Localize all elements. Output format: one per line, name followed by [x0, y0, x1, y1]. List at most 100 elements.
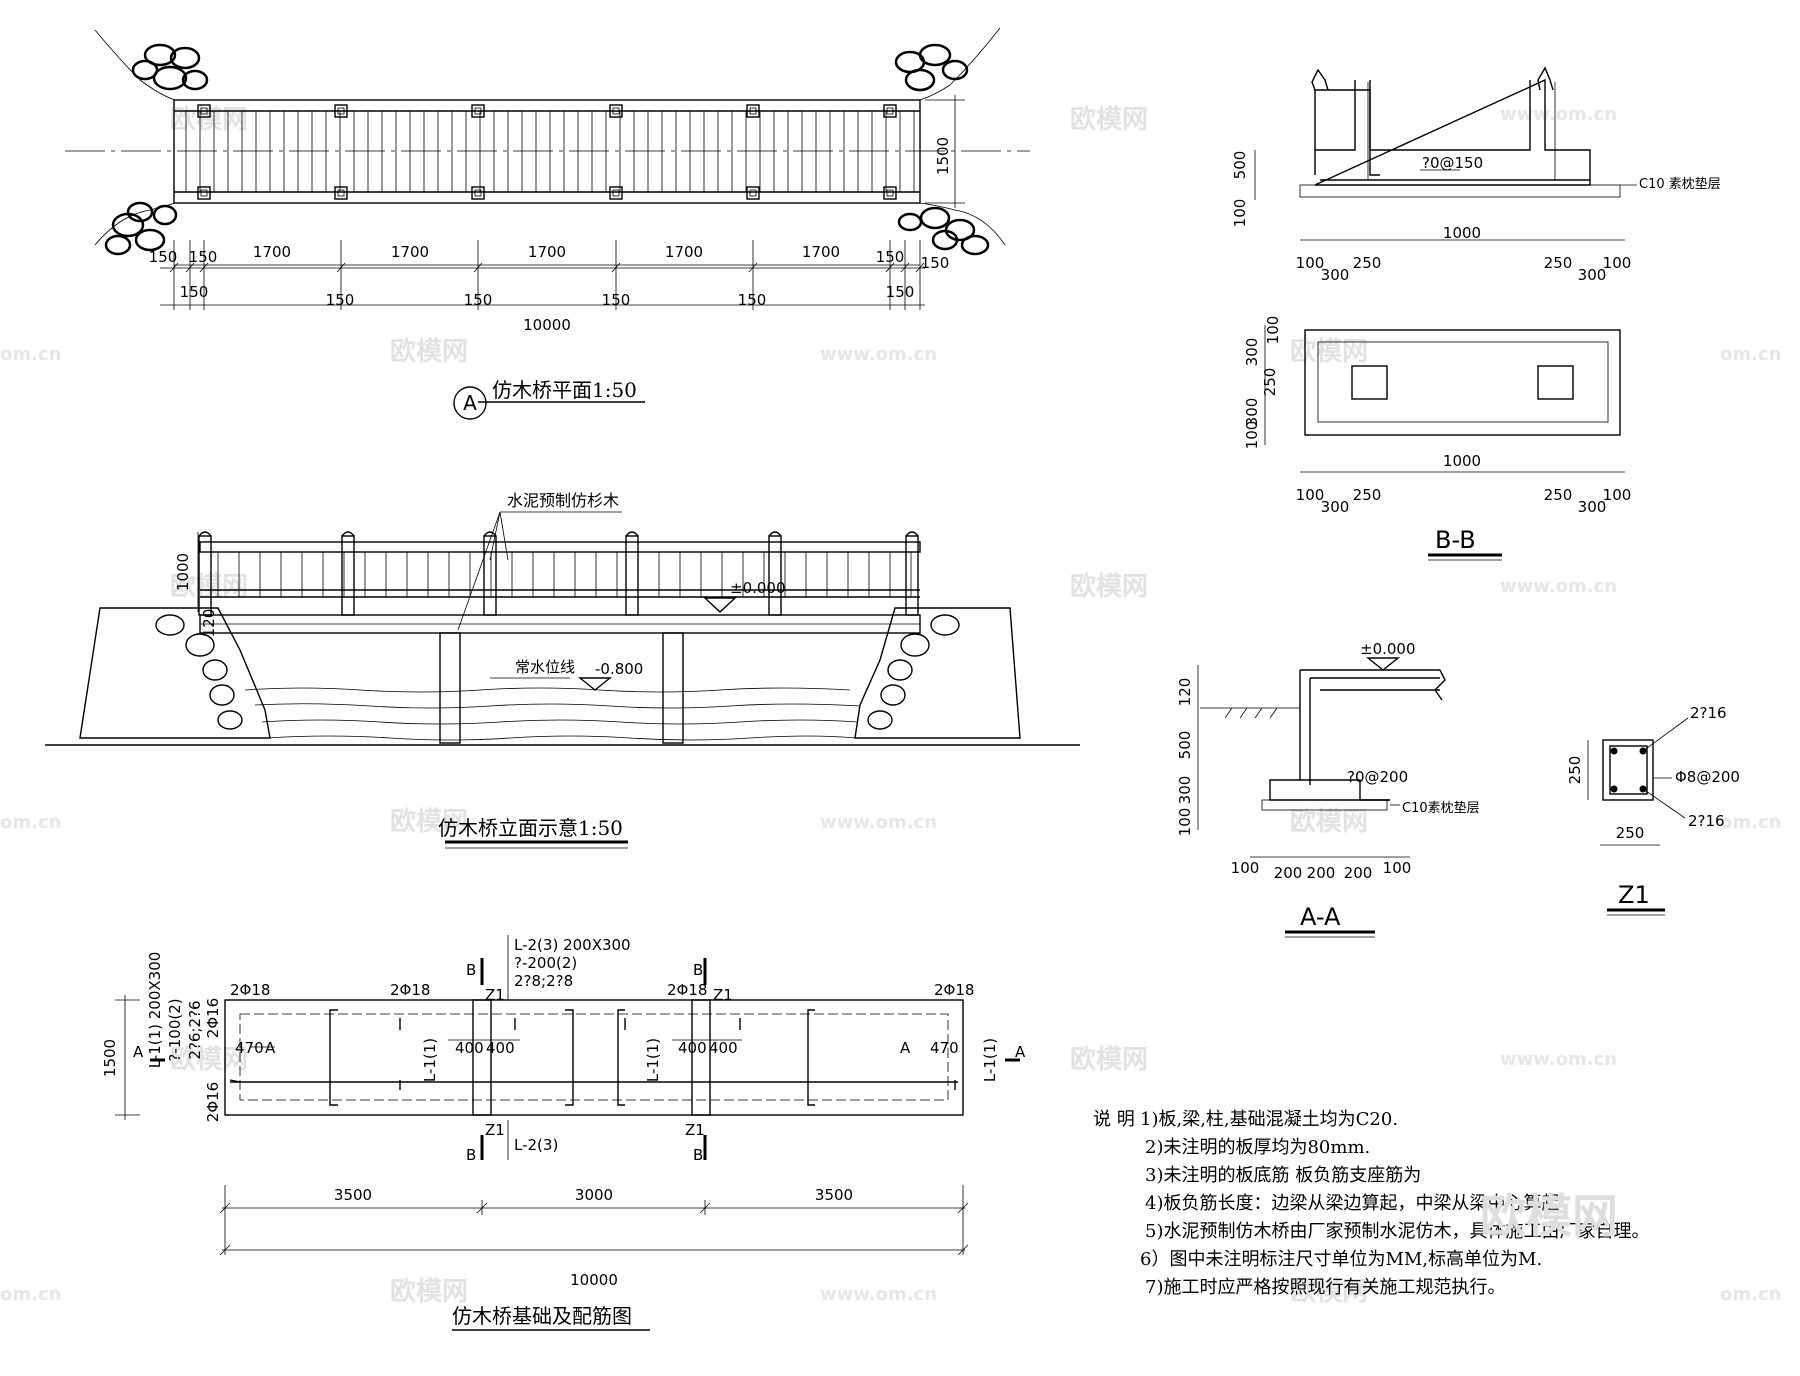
rebar-inner: [1309, 677, 1440, 785]
post-cap: [625, 531, 639, 537]
z1-height: 250: [1566, 756, 1584, 785]
a-marker: A: [900, 1039, 911, 1057]
railing-post-inner: [337, 189, 345, 197]
water-line-label: 常水位线: [515, 658, 575, 676]
railing-height-label: 1000: [174, 553, 192, 591]
dim-bottom: 200: [1307, 864, 1336, 882]
balusters: [217, 552, 912, 597]
dim-400: 400: [678, 1039, 707, 1057]
span-label: 1700: [802, 243, 840, 261]
dim-bottom: 250: [1544, 254, 1573, 272]
railing-post-inner: [886, 107, 894, 115]
dim-bottom: 200: [1274, 864, 1303, 882]
footing-plan-outline: [1304, 329, 1621, 436]
left-beam-label: ?-100(2): [166, 998, 184, 1061]
z1-marker: Z1: [685, 1121, 705, 1139]
span-label: 1700: [665, 243, 703, 261]
elevation-post: [483, 535, 497, 616]
railing-post: [883, 104, 897, 118]
watermark-url: om.cn: [0, 1284, 61, 1305]
watermark-url: www.om.cn: [1500, 1049, 1617, 1070]
railing-post-inner: [612, 107, 620, 115]
railing-post: [471, 186, 485, 200]
break-mark: [1311, 68, 1329, 91]
note-item: 6）图中未注明标注尺寸单位为MM,标高单位为M.: [1140, 1249, 1542, 1270]
column-section: [1537, 365, 1574, 400]
span-label: 1700: [391, 243, 429, 261]
bottom-dim-label: 150: [886, 283, 915, 301]
b-marker: B: [693, 1146, 703, 1164]
watermark-logo: 欧模网: [1070, 571, 1148, 602]
watermark-logo: 欧模网: [1070, 104, 1148, 135]
railing-post: [609, 186, 623, 200]
leader-line: [457, 511, 501, 631]
dim-400: 400: [486, 1039, 515, 1057]
dim-bottom: 250: [1353, 254, 1382, 272]
watermark-url: om.cn: [1720, 344, 1781, 365]
watermark-url: om.cn: [0, 812, 61, 833]
rebar-marks: [229, 1009, 956, 1106]
rebar-bars: [1610, 747, 1647, 793]
elevation-post: [625, 535, 639, 616]
column-z1: [691, 999, 711, 1116]
dim-bottom: 100: [1603, 486, 1632, 504]
right-bank: [854, 607, 1021, 739]
section-aa: ±0.000 ?0@200 C10素枕垫层 120 500 300 100 10…: [1176, 640, 1480, 938]
watermark-logo: 欧模网: [1290, 336, 1368, 367]
rebar-label: ?0@150: [1422, 154, 1483, 172]
dim-400: 400: [455, 1039, 484, 1057]
watermarks: 欧模网 www.om.cn 欧模网 www.om.cn om.cn 欧模网 om…: [0, 104, 1781, 1307]
water-level-marker: [578, 677, 612, 691]
z1-marker: Z1: [485, 1121, 505, 1139]
plan-view: 1500 150 150 150 150 1700 1700 1700 1700…: [65, 27, 1030, 420]
railing-posts: [197, 104, 897, 200]
railing-post-inner: [749, 107, 757, 115]
span-label: 1700: [253, 243, 291, 261]
level-label: ±0.000: [1360, 640, 1416, 658]
watermark-logo: 欧模网: [1070, 1044, 1148, 1075]
watermark-url: om.cn: [1720, 1284, 1781, 1305]
dim-bottom: 300: [1321, 266, 1350, 284]
water-lines: [244, 687, 861, 741]
dim-ticks: [219, 1185, 969, 1256]
b-marker: B: [466, 961, 476, 979]
dim-left: 100: [1243, 421, 1261, 450]
elevation-title: 仿木桥立面示意1:50: [438, 816, 623, 840]
bottom-dim-label: 150: [738, 291, 767, 309]
b-marker: B: [693, 961, 703, 979]
foundation-outline: [224, 999, 964, 1116]
plan-total-label: 10000: [523, 316, 571, 334]
post-cap: [341, 531, 355, 537]
watermark-url: www.om.cn: [820, 1284, 937, 1305]
watermark-logo: 欧模网: [170, 104, 248, 135]
plan-width-label: 1500: [934, 137, 952, 175]
dim-470: 470: [235, 1039, 264, 1057]
railing-post: [471, 104, 485, 118]
note-item: 1)板,梁,柱,基础混凝土均为C20.: [1140, 1109, 1398, 1130]
dim-500: 500: [1176, 731, 1194, 760]
railing-post: [746, 104, 760, 118]
footing-body: [1314, 78, 1591, 186]
elevation-posts: [198, 531, 919, 616]
plan-dim-ticks: [169, 240, 925, 310]
foundation-total-label: 10000: [570, 1271, 618, 1289]
leader-line: [1642, 717, 1689, 752]
deck-planks: [185, 111, 915, 192]
z1-width: 250: [1616, 824, 1645, 842]
beam-top-label: 2?8;2?8: [514, 972, 573, 990]
railing-post-inner: [749, 189, 757, 197]
dim-left: 300: [1243, 338, 1261, 367]
dim-total: 1000: [1443, 224, 1481, 242]
watermark-url: om.cn: [1720, 812, 1781, 833]
dim-100: 100: [1231, 199, 1249, 228]
bedding-label: C10素枕垫层: [1402, 800, 1480, 816]
left-beam-label: L-1(1) 200X300: [146, 952, 164, 1069]
foundation-view: 470 A 470 A 400 400 400 400 L-1(1) L-1(1…: [101, 935, 1026, 1331]
dim-bottom: 200: [1344, 864, 1373, 882]
railing-post: [334, 186, 348, 200]
column-z1: [472, 999, 492, 1116]
section-bb-title: B-B: [1435, 526, 1476, 554]
bedding-layer: [1261, 799, 1388, 811]
watermark-url: om.cn: [0, 344, 61, 365]
